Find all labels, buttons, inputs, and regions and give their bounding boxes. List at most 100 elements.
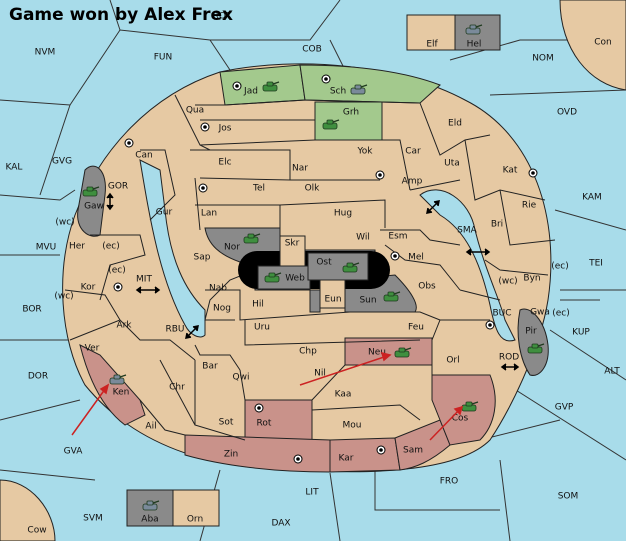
province-label: Nar	[292, 164, 308, 174]
province-label: Feu	[408, 323, 424, 333]
province-label: Eld	[448, 119, 462, 129]
sea-label: BOR	[22, 305, 41, 315]
supply-center-icon	[124, 138, 134, 148]
sea-label: FRO	[440, 477, 459, 487]
province-label: Sam	[403, 446, 423, 456]
sea-label: GVA	[64, 447, 84, 457]
prov-pir[interactable]	[517, 308, 549, 376]
province-label: Orl	[446, 356, 459, 366]
sea-label: MIT	[136, 275, 152, 285]
province-label: Qwi	[233, 373, 250, 383]
fleet-unit-icon[interactable]	[465, 24, 483, 35]
supply-center-icon	[528, 168, 538, 178]
army-unit-icon[interactable]	[394, 347, 412, 358]
province-label: Qua	[186, 106, 204, 116]
supply-center-icon	[198, 183, 208, 193]
prov-elf[interactable]	[406, 14, 456, 51]
province-borders	[64, 94, 556, 441]
province-label: Nor	[224, 243, 240, 253]
sea-label: Con	[594, 38, 612, 48]
prov-sunw[interactable]	[309, 289, 321, 313]
province-label: Amp	[402, 177, 423, 187]
province-label: Nab	[209, 284, 227, 294]
province-label: Ver	[85, 344, 100, 354]
coast-marker: (wc)	[54, 292, 73, 302]
sea-label: DOR	[28, 372, 48, 382]
province-label: Hug	[334, 209, 352, 219]
coast-marker: (ec)	[108, 266, 126, 276]
province-label: Rie	[522, 201, 537, 211]
prov-sch[interactable]	[299, 64, 441, 104]
army-unit-icon[interactable]	[383, 291, 401, 302]
province-label: Hil	[252, 300, 264, 310]
army-unit-icon[interactable]	[322, 119, 340, 130]
province-label: Chp	[299, 347, 317, 357]
army-unit-icon[interactable]	[82, 186, 100, 197]
province-label: Uta	[444, 159, 460, 169]
army-unit-icon[interactable]	[342, 262, 360, 273]
army-unit-icon[interactable]	[262, 81, 280, 92]
province-label: Car	[405, 147, 421, 157]
fleet-unit-icon[interactable]	[350, 84, 368, 95]
province-label: Sch	[330, 87, 346, 97]
supply-center-icon	[254, 403, 264, 413]
supply-center-icon	[200, 122, 210, 132]
province-label: Jad	[243, 87, 258, 97]
sea-label: GOR	[108, 182, 128, 192]
province-label: Yok	[356, 147, 373, 157]
province-label: Esm	[388, 232, 407, 242]
province-label: Mel	[408, 253, 424, 263]
sea-label: KAL	[6, 163, 23, 173]
fleet-unit-icon[interactable]	[109, 374, 127, 385]
coast-marker: (wc)	[498, 277, 517, 287]
supply-center-icon	[293, 454, 303, 464]
prov-ost-bg	[307, 252, 369, 281]
order-arrows	[71, 351, 464, 441]
inner-sea-east	[419, 189, 516, 342]
province-label: Gur	[156, 208, 173, 218]
province-label: Ark	[116, 321, 132, 331]
prov-zin[interactable]	[184, 434, 331, 473]
province-label: Bar	[202, 362, 218, 372]
army-unit-icon[interactable]	[527, 343, 545, 354]
province-label: Lan	[201, 209, 217, 219]
coast-marker: (wc)	[55, 218, 74, 228]
province-label: Kor	[81, 283, 96, 293]
sea-label: SVM	[83, 514, 103, 524]
supply-center-icon	[485, 320, 495, 330]
army-unit-icon[interactable]	[243, 233, 261, 244]
prov-ken[interactable]	[79, 344, 146, 426]
sea-label: LIT	[305, 488, 319, 498]
supply-center-icon	[232, 81, 242, 91]
province-label: Kar	[339, 454, 354, 464]
sea-label: TEI	[588, 259, 603, 269]
province-label: Ost	[316, 258, 332, 268]
province-label: Hel	[467, 40, 482, 50]
province-label: Her	[69, 242, 85, 252]
province-label: Elf	[426, 40, 438, 50]
province-label: Uru	[254, 323, 270, 333]
sea-label: MVU	[36, 243, 57, 253]
sea-label: DAX	[271, 519, 290, 529]
province-label: Sun	[359, 296, 376, 306]
province-label: Skr	[285, 239, 300, 249]
sea-label: Cow	[27, 526, 46, 536]
inner-sea-west	[139, 159, 206, 338]
coast-marker: (ec)	[552, 309, 570, 319]
army-unit-icon[interactable]	[264, 272, 282, 283]
army-unit-icon[interactable]	[461, 401, 479, 412]
supply-center-icon	[321, 74, 331, 84]
province-label: Wil	[356, 233, 370, 243]
prov-orn[interactable]	[172, 489, 220, 527]
coast-marker: (ec)	[551, 262, 569, 272]
supply-center-icon	[390, 251, 400, 261]
sea-label: GVG	[52, 157, 72, 167]
province-label: Chr	[169, 383, 185, 393]
passage-arrows	[106, 192, 520, 371]
prov-skr-bg	[279, 235, 306, 267]
supply-center-icon	[113, 282, 123, 292]
province-label: Eun	[324, 295, 341, 305]
province-label: Bri	[491, 220, 503, 230]
fleet-unit-icon[interactable]	[142, 500, 160, 511]
